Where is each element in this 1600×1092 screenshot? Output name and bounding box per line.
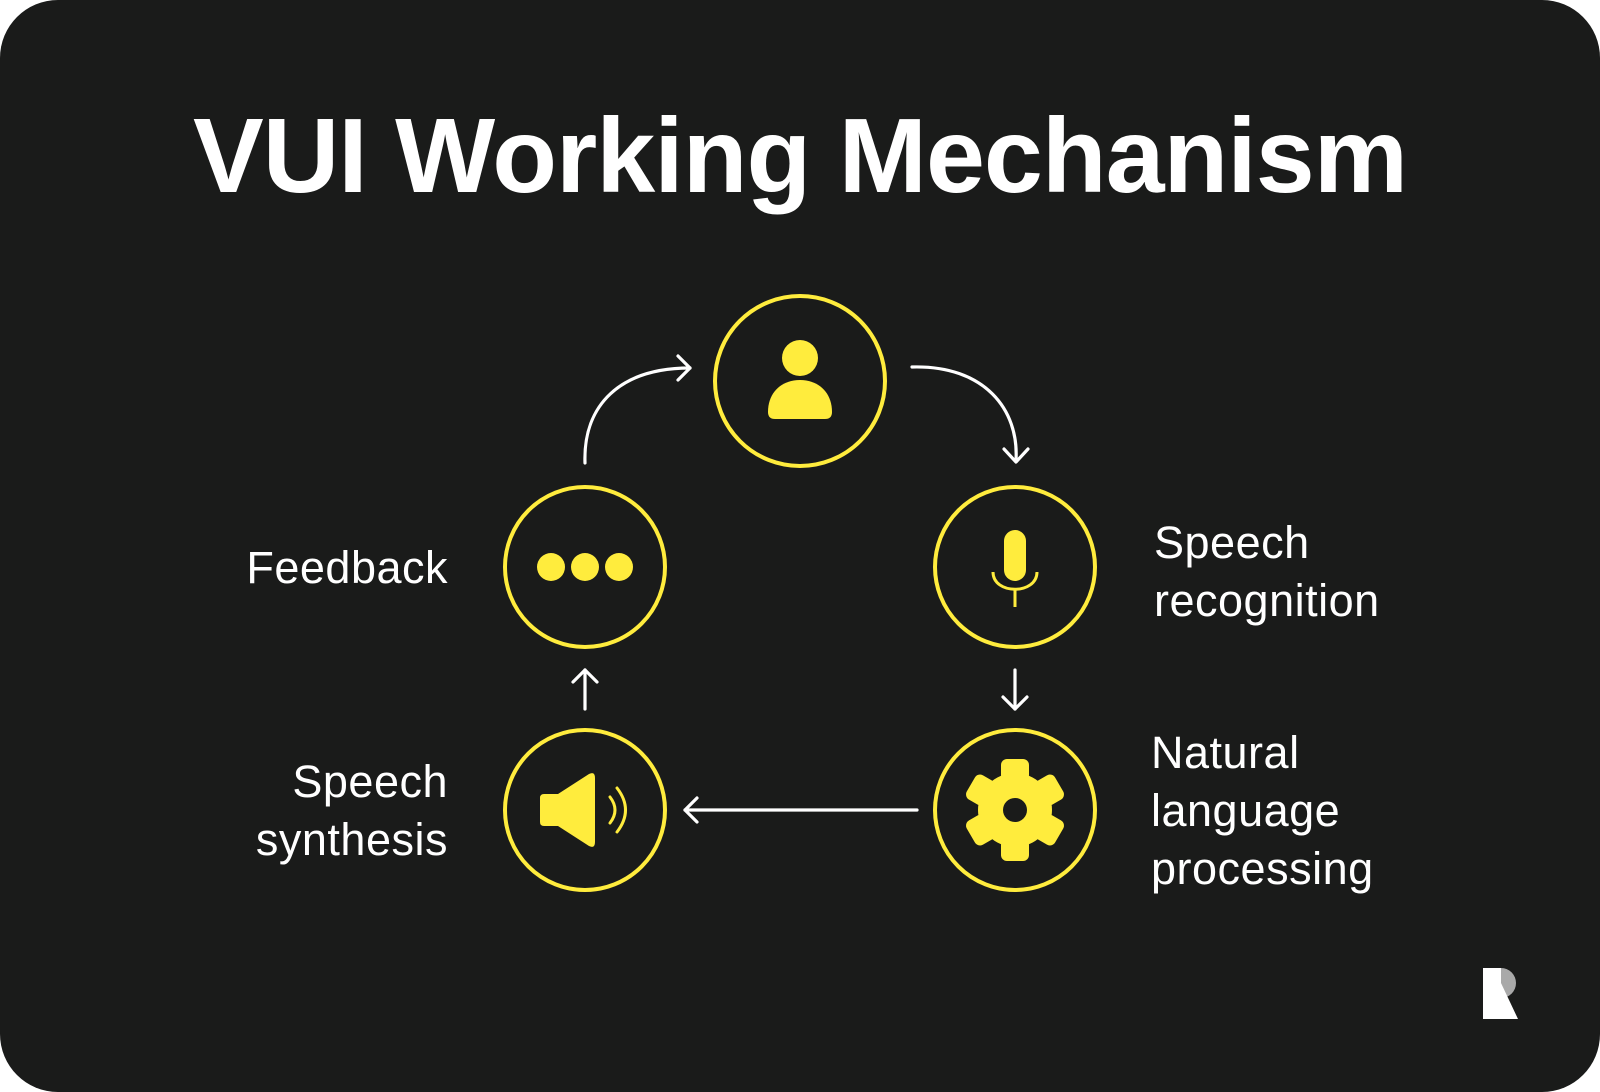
label-speech-synthesis: Speech synthesis bbox=[180, 753, 448, 869]
node-user bbox=[713, 294, 887, 468]
arrow-synthesis-to-feedback bbox=[571, 668, 599, 711]
label-nlp-line-3: processing bbox=[1151, 843, 1374, 894]
label-feedback-line-1: Feedback bbox=[246, 542, 448, 593]
more-dots-icon bbox=[537, 553, 633, 581]
label-nlp-line-1: Natural bbox=[1151, 727, 1300, 778]
arrow-feedback-to-user bbox=[583, 354, 692, 465]
user-icon bbox=[768, 340, 832, 419]
label-feedback: Feedback bbox=[180, 539, 448, 597]
label-nlp-line-2: language bbox=[1151, 785, 1341, 836]
speaker-icon bbox=[540, 773, 627, 847]
label-speech-recognition-line-1: Speech bbox=[1154, 517, 1310, 568]
arrow-recognition-to-nlp bbox=[1001, 668, 1029, 711]
node-speech-synthesis bbox=[503, 728, 667, 892]
label-natural-language-processing: Natural language processing bbox=[1151, 724, 1374, 898]
gear-icon bbox=[966, 759, 1064, 861]
arrow-user-to-recognition bbox=[910, 365, 1030, 464]
node-speech-recognition bbox=[933, 485, 1097, 649]
label-speech-recognition-line-2: recognition bbox=[1154, 575, 1380, 626]
microphone-icon bbox=[991, 530, 1039, 607]
node-natural-language-processing bbox=[933, 728, 1097, 892]
label-speech-recognition: Speech recognition bbox=[1154, 514, 1380, 630]
label-speech-synthesis-line-1: Speech bbox=[292, 756, 448, 807]
arrow-nlp-to-synthesis bbox=[683, 796, 919, 824]
page-title: VUI Working Mechanism bbox=[193, 97, 1408, 215]
brand-logo-icon bbox=[1483, 968, 1518, 1019]
node-feedback bbox=[503, 485, 667, 649]
label-speech-synthesis-line-2: synthesis bbox=[255, 814, 448, 865]
